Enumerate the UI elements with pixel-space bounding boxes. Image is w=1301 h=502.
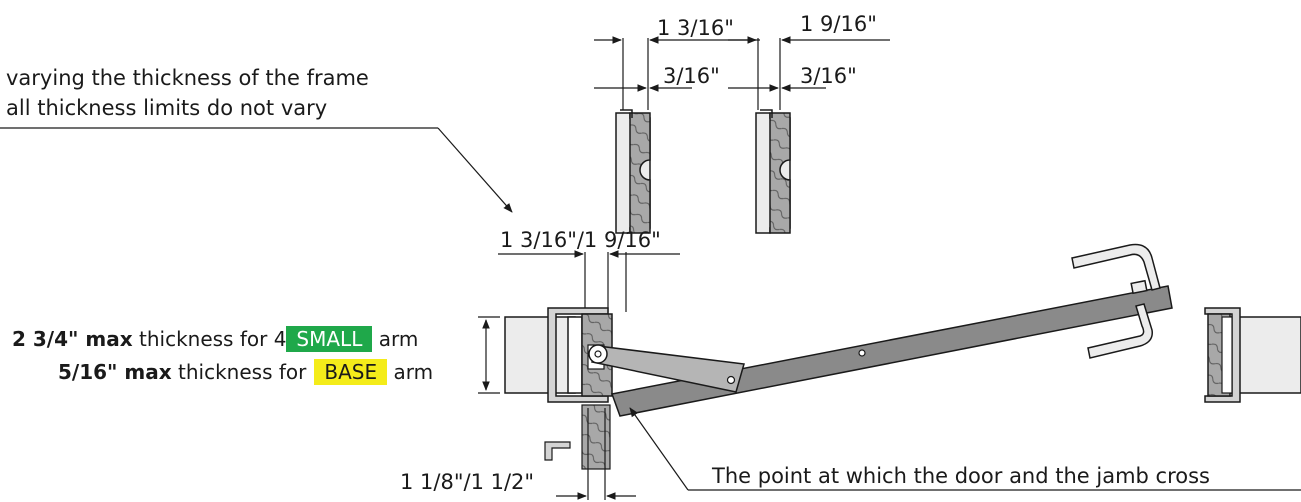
left-wall bbox=[504, 307, 613, 470]
door-leaf bbox=[610, 285, 1173, 417]
dim-top-right-inner: 3/16" bbox=[800, 64, 857, 88]
arm-row-base: 5/16" max thickness for BASE arm bbox=[58, 359, 433, 385]
frame-note-line2: all thickness limits do not vary bbox=[6, 96, 328, 120]
right-wall bbox=[1204, 307, 1301, 403]
door-handle bbox=[1071, 243, 1161, 359]
dim-top-right-overall: 1 9/16" bbox=[800, 12, 877, 36]
arm-badge-small: SMALL bbox=[286, 326, 373, 352]
closer-arm bbox=[588, 344, 745, 393]
frame-note-line1: varying the thickness of the frame bbox=[6, 66, 369, 90]
arm-row-base-text: thickness for bbox=[178, 360, 307, 384]
jamb-dimension-lines bbox=[498, 250, 680, 312]
dim-jamb-thickness: 1 3/16"/1 9/16" bbox=[500, 228, 661, 252]
bottom-dimension-lines bbox=[556, 408, 636, 500]
cross-point-leader bbox=[629, 407, 1301, 491]
arm-row-small-suffix: arm bbox=[378, 327, 419, 351]
top-dimension-lines bbox=[594, 36, 890, 110]
frame-note-leader bbox=[0, 127, 513, 213]
dim-top-left-overall: 1 3/16" bbox=[657, 16, 734, 40]
dim-top-left-inner: 3/16" bbox=[663, 64, 720, 88]
arm-row-small-bold: 2 3/4" max bbox=[12, 327, 133, 351]
wall-thickness-dimension bbox=[478, 316, 500, 394]
arm-row-base-suffix: arm bbox=[393, 360, 434, 384]
cross-point-note: The point at which the door and the jamb… bbox=[712, 464, 1211, 488]
arm-row-base-bold: 5/16" max bbox=[58, 360, 172, 384]
dim-bottom-offset: 1 1/8"/1 1/2" bbox=[400, 470, 535, 494]
profile-detail-right bbox=[755, 109, 791, 234]
profile-detail-left bbox=[615, 109, 651, 234]
arm-row-small-text: thickness for 4 bbox=[139, 327, 287, 351]
arm-badge-base: BASE bbox=[314, 359, 388, 385]
